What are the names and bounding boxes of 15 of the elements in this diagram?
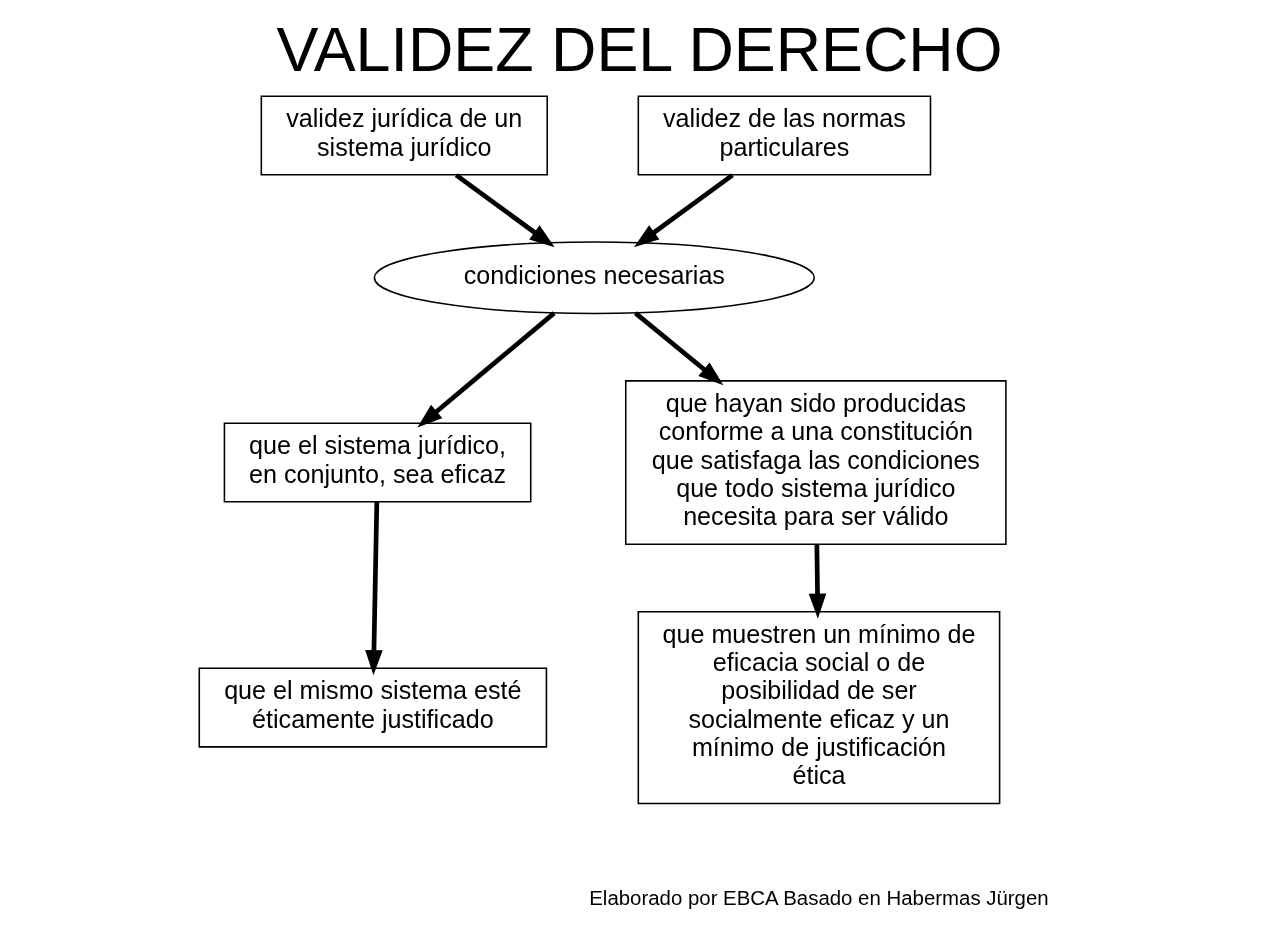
arrow <box>633 311 723 386</box>
arrow <box>633 173 734 248</box>
diagram-title: VALIDEZ DEL DERECHO <box>275 14 1003 85</box>
node-box: que el mismo sistema esté éticamente justificado <box>198 667 547 748</box>
arrow <box>808 544 826 619</box>
node-box: que hayan sido producidas conforme a una constitución que satisfaga las condiciones que todo sistema jurídico necesita para ser válido <box>624 380 1007 546</box>
arrow <box>416 311 556 428</box>
label: Elaborado por EBCA Basado en Habermas Jürgen <box>588 886 1049 909</box>
node-box: validez jurídica de un sistema jurídico <box>260 95 548 176</box>
node-ellipse: condiciones necesarias <box>373 241 815 315</box>
arrow <box>364 501 383 676</box>
node-box: validez de las normas particulares <box>637 95 931 176</box>
node-box: que muestren un mínimo de eficacia social o de posibilidad de ser socialmente eficaz y un mínimo de justificación ética <box>637 611 1000 805</box>
arrow <box>454 173 555 248</box>
node-box: que el sistema jurídico, en conjunto, sea eficaz <box>223 422 531 503</box>
